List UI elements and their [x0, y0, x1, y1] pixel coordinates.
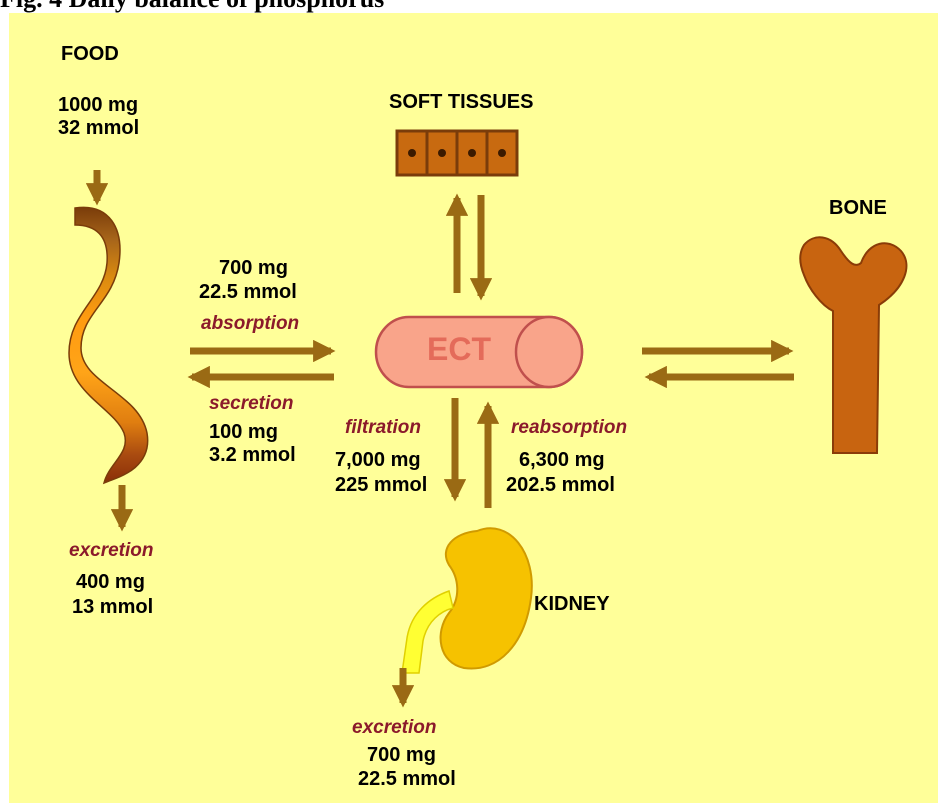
bone-shape	[800, 237, 906, 453]
reabsorption-label: reabsorption	[511, 417, 627, 439]
reabsorption-mmol: 202.5 mmol	[506, 474, 615, 497]
urine-excretion-label: excretion	[352, 717, 436, 739]
secretion-label: secretion	[209, 393, 293, 415]
filtration-mg: 7,000 mg	[335, 449, 421, 472]
diagram-panel: FOOD 1000 mg 32 mmol SOFT TISSUES BONE 7…	[9, 13, 938, 803]
filtration-label: filtration	[345, 417, 421, 439]
absorption-label: absorption	[201, 313, 299, 335]
soft-tissue-cells	[397, 131, 517, 175]
secretion-mmol: 3.2 mmol	[209, 444, 296, 467]
gut-excretion-label: excretion	[69, 540, 153, 562]
food-label: FOOD	[61, 43, 119, 66]
bone-label: BONE	[829, 197, 887, 220]
soft-tissues-label: SOFT TISSUES	[389, 91, 533, 114]
urine-excretion-mmol: 22.5 mmol	[358, 768, 456, 791]
food-mmol: 32 mmol	[58, 117, 139, 140]
kidney-shape	[441, 528, 532, 668]
absorption-mg: 700 mg	[219, 257, 288, 280]
gut-excretion-mg: 400 mg	[76, 571, 145, 594]
absorption-mmol: 22.5 mmol	[199, 281, 297, 304]
secretion-mg: 100 mg	[209, 421, 278, 444]
urine-excretion-mg: 700 mg	[367, 744, 436, 767]
gut-excretion-mmol: 13 mmol	[72, 596, 153, 619]
figure-title: Fig. 4 Daily balance of phosphorus	[0, 0, 944, 14]
food-mg: 1000 mg	[58, 94, 138, 117]
diagram-graphics	[9, 13, 938, 803]
filtration-mmol: 225 mmol	[335, 474, 427, 497]
reabsorption-mg: 6,300 mg	[519, 449, 605, 472]
kidney-label: KIDNEY	[534, 593, 610, 616]
intestine-shape	[69, 207, 148, 483]
ect-label: ECT	[427, 331, 491, 368]
